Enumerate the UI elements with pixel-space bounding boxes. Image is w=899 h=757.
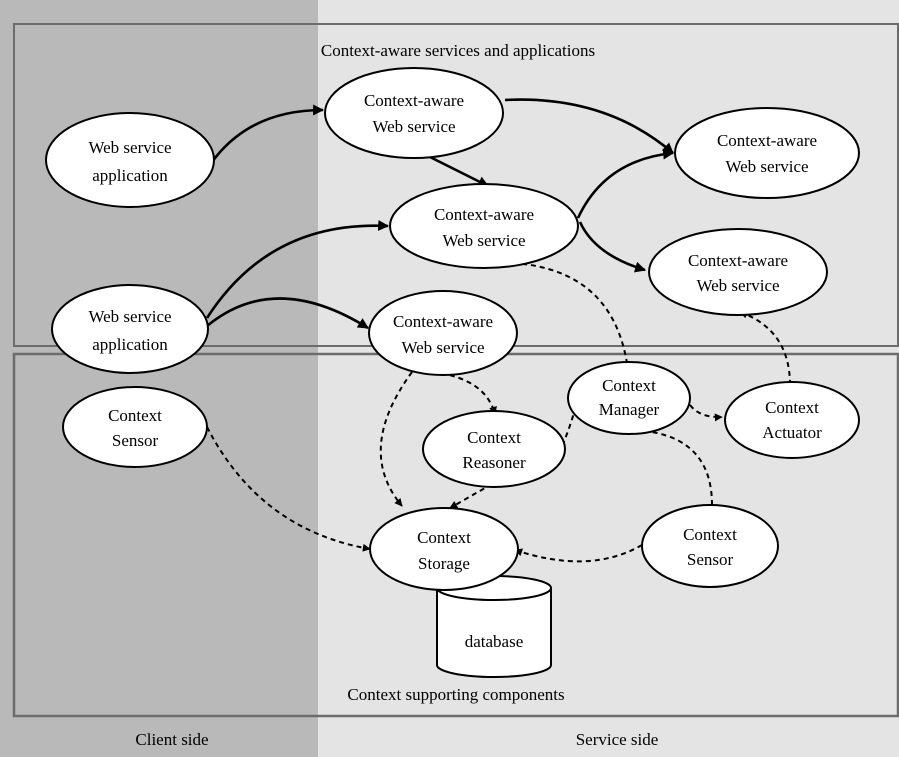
arrow-reasoner-to-storage [449,483,493,509]
node-label-line1: Context [467,428,521,447]
arrow-wsa1-to-caws1 [210,104,325,163]
node-label-line2: Web service [725,157,808,176]
database-body [436,588,552,678]
node-label-line2: Web service [401,338,484,357]
database-label: database [465,632,524,651]
arrow-caws2-to-caws3 [576,148,675,219]
supporting-region-title: Context supporting components [347,685,564,704]
node-context-sensor-service: Context Sensor [641,504,779,588]
arrow-caws1-to-caws2 [427,154,489,188]
node-label-line1: Web service [88,138,171,157]
node-label-line2: Actuator [762,423,822,442]
node-label-line1: Context [108,406,162,425]
node-label-line1: Context-aware [364,91,464,110]
node-label-line1: Context-aware [434,205,534,224]
arrow-clientsensor-to-storage [206,426,371,552]
node-label-line1: Context-aware [717,131,817,150]
arrow-actuator-to-caws4 [739,310,791,386]
node-label-line2: Manager [599,400,660,419]
node-label-line1: Context-aware [688,251,788,270]
arrow-manager-to-actuator [689,404,723,422]
node-context-reasoner: Context Reasoner [422,410,566,488]
node-context-aware-web-service-2: Context-aware Web service [389,183,579,269]
services-region-title: Context-aware services and applications [321,41,595,60]
node-label-line1: Context [417,528,471,547]
arrow-sensor-to-storage [514,544,643,563]
node-web-service-application-2: Web service application [51,284,209,374]
node-label-line2: Web service [696,276,779,295]
node-web-service-application-1: Web service application [45,112,215,208]
node-context-aware-web-service-3: Context-aware Web service [674,107,860,199]
arrow-caws2-to-caws4 [578,221,647,273]
node-context-aware-web-service-5: Context-aware Web service [368,290,518,376]
service-side-label: Service side [576,730,659,749]
node-context-manager: Context Manager [567,361,691,435]
node-label-line2: application [92,166,168,185]
node-label-line1: Web service [88,307,171,326]
node-label-line1: Context [602,376,656,395]
node-context-aware-web-service-4: Context-aware Web service [648,228,828,316]
node-label-line2: Storage [418,554,470,573]
node-label-line2: Sensor [687,550,734,569]
node-label-line2: application [92,335,168,354]
node-context-storage: Context Storage [369,507,519,591]
database: database [436,575,552,678]
node-label-line1: Context-aware [393,312,493,331]
arrow-caws1-to-caws3 [504,98,674,154]
node-label-line2: Reasoner [462,453,526,472]
arrow-wsa2-to-caws2 [205,220,390,319]
node-label-line1: Context [765,398,819,417]
node-label-line2: Web service [372,117,455,136]
node-label-line1: Context [683,525,737,544]
arrow-wsa2-to-caws5 [206,297,369,330]
node-context-actuator: Context Actuator [724,381,860,459]
node-label-line2: Web service [442,231,525,250]
client-side-background [0,0,318,757]
node-context-sensor-client: Context Sensor [62,386,208,468]
arrow-caws5-to-storage [379,371,413,507]
invocation-arrows [205,98,675,330]
node-label-line2: Sensor [112,431,159,450]
node-context-aware-web-service-1: Context-aware Web service [324,67,504,159]
client-side-label: Client side [135,730,208,749]
